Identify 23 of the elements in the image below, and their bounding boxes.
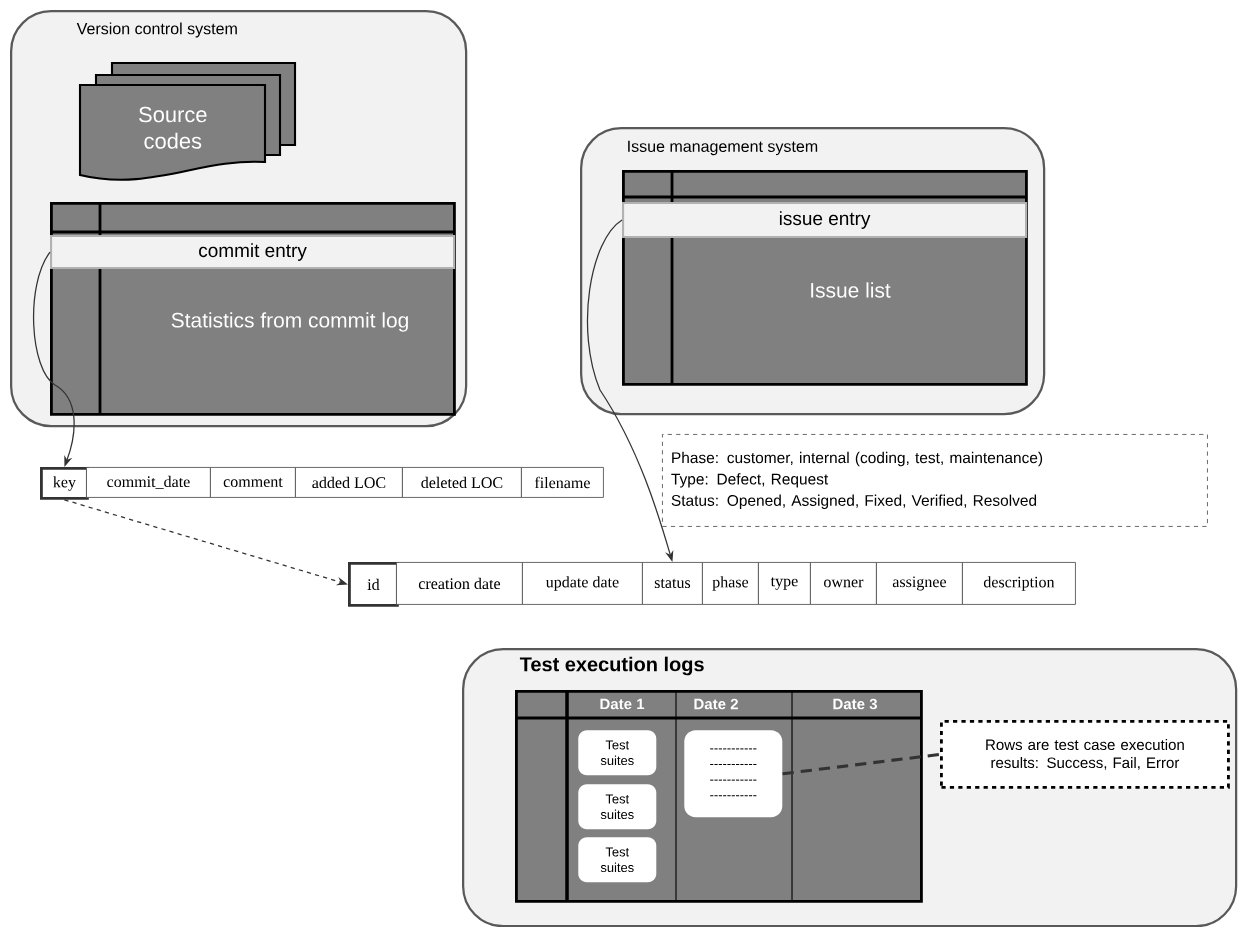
connector-line bbox=[782, 752, 941, 776]
field-cell: owner bbox=[810, 562, 877, 605]
field-cell: assignee bbox=[876, 562, 963, 605]
field-cell: added LOC bbox=[295, 467, 403, 498]
field-cell: update date bbox=[522, 562, 643, 605]
suite-box: Test suites bbox=[578, 784, 657, 830]
field-cell: type bbox=[758, 562, 811, 605]
key-cell: key bbox=[40, 467, 89, 500]
field-cell: filename bbox=[521, 467, 604, 498]
field-cell: comment bbox=[210, 467, 296, 498]
entry-row: commit entry bbox=[50, 235, 456, 270]
field-cell: deleted LOC bbox=[402, 467, 522, 498]
note-box: Phase: customer, internal (coding, test, maintenance) Type: Defect, Request Status: Opened, Assigned, Fixed, Verified, Resolved bbox=[662, 434, 1208, 527]
suite-box: Test suites bbox=[578, 730, 657, 776]
entry-row: issue entry bbox=[622, 202, 1028, 239]
field-cell: phase bbox=[702, 562, 759, 605]
key-cell: id bbox=[348, 562, 399, 607]
note-box: Rows are test case execution results: Success, Fail, Error bbox=[940, 720, 1230, 789]
suite-box: Test suites bbox=[578, 837, 657, 883]
document-stack: Source codes bbox=[78, 61, 297, 181]
result-box: ----------- ----------- ----------- ----------- bbox=[684, 730, 783, 818]
field-cell: description bbox=[962, 562, 1076, 605]
field-cell: status bbox=[642, 562, 703, 605]
